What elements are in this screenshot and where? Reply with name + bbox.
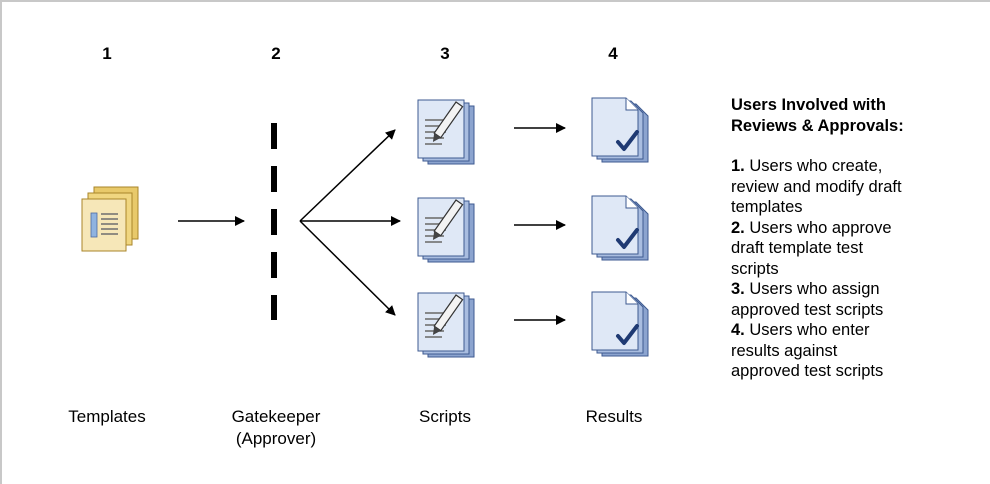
legend-title-line-2: Reviews & Approvals: bbox=[731, 116, 904, 135]
legend-item-2: 2. Users who approve bbox=[731, 218, 981, 239]
legend-item-3: 3. Users who assign bbox=[731, 279, 981, 300]
legend-item-text: templates bbox=[731, 198, 803, 216]
result-check-icon bbox=[590, 290, 650, 358]
arrow-gatekeeper-to-script-1 bbox=[299, 129, 396, 222]
script-edit-icon bbox=[417, 197, 475, 263]
caption-gatekeeper: Gatekeeper bbox=[231, 407, 321, 426]
legend-item-number: 4. bbox=[731, 321, 745, 339]
legend-item-number: 3. bbox=[731, 280, 745, 298]
legend-item-text: approved test scripts bbox=[731, 362, 884, 380]
legend-panel: Users Involved with Reviews & Approvals:… bbox=[731, 95, 981, 382]
arrow-gatekeeper-to-script-3 bbox=[299, 220, 396, 316]
step-number-3: 3 bbox=[440, 44, 450, 63]
legend-item-text: Users who assign bbox=[749, 280, 880, 298]
legend-item-text: approved test scripts bbox=[731, 300, 884, 319]
legend-item-text: Users who enter bbox=[749, 321, 870, 339]
caption-templates: Templates bbox=[68, 407, 146, 426]
legend-item-1: 1. Users who create, bbox=[731, 156, 981, 177]
legend-item-number: 1. bbox=[731, 157, 745, 175]
legend-item-4: 4. Users who enter bbox=[731, 320, 981, 341]
result-check-icon bbox=[590, 96, 650, 164]
template-stack-icon bbox=[81, 186, 139, 252]
caption-gatekeeper-role: (Approver) bbox=[235, 429, 317, 448]
legend-item-text: draft template test bbox=[731, 239, 864, 257]
step-number-2: 2 bbox=[271, 44, 281, 63]
step-number-4: 4 bbox=[608, 44, 618, 63]
result-check-icon bbox=[590, 194, 650, 262]
script-edit-icon bbox=[417, 99, 475, 165]
caption-scripts: Scripts bbox=[419, 407, 471, 426]
caption-results: Results bbox=[585, 407, 643, 426]
legend-item-number: 2. bbox=[731, 218, 745, 237]
legend-item-text: results against bbox=[731, 341, 838, 360]
legend-title-line-1: Users Involved with bbox=[731, 96, 886, 114]
step-number-1: 1 bbox=[102, 44, 112, 63]
legend-item-text: review and modify draft bbox=[731, 177, 902, 196]
script-edit-icon bbox=[417, 292, 475, 358]
legend-item-text: Users who create, bbox=[749, 157, 883, 175]
legend-item-text: scripts bbox=[731, 259, 779, 278]
legend-item-text: Users who approve bbox=[749, 218, 892, 237]
